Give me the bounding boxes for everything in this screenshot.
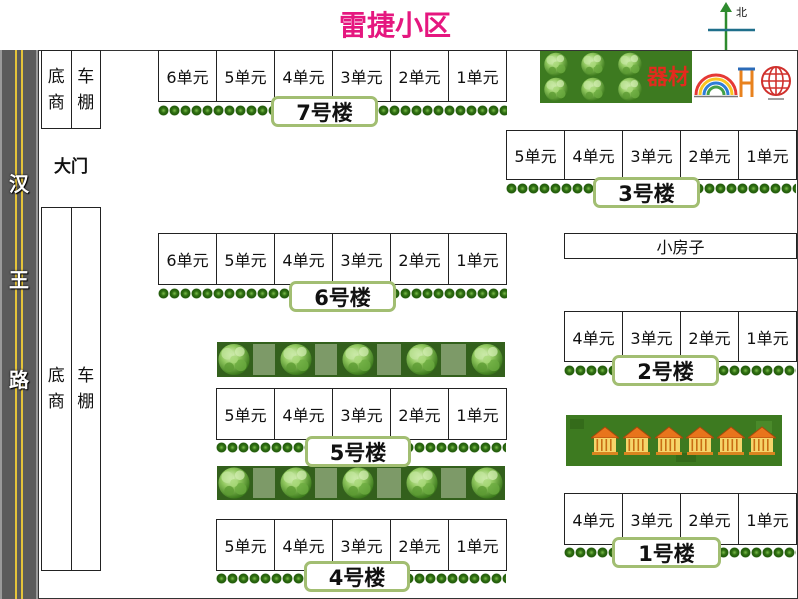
tree-icon xyxy=(544,52,568,77)
small-house-box: 小房子 xyxy=(564,233,797,259)
unit-cell: 2单元 xyxy=(391,50,449,102)
road: 汉 王 路 xyxy=(0,50,38,599)
unit-cell: 2单元 xyxy=(391,519,449,571)
tree-icon xyxy=(544,77,568,102)
bike-shed-label: 车棚 xyxy=(77,366,95,412)
building-3-label: 3号楼 xyxy=(593,177,700,208)
bike-shed-label: 车棚 xyxy=(77,66,95,113)
tree-icon xyxy=(218,467,250,499)
small-house-label: 小房子 xyxy=(656,238,705,257)
house-strip xyxy=(566,415,782,466)
slide-icon xyxy=(694,73,738,98)
tree-icon xyxy=(342,467,374,499)
building-1-units: 4单元 3单元 2单元 1单元 xyxy=(564,493,797,545)
building-6-label: 6号楼 xyxy=(289,281,396,312)
building-3-units: 5单元 4单元 3单元 2单元 1单元 xyxy=(506,130,797,180)
tree-strip xyxy=(217,466,505,500)
equipment-area xyxy=(540,51,791,103)
west-block-top: 底商 车棚 xyxy=(41,50,101,129)
unit-cell: 1单元 xyxy=(449,233,507,285)
unit-cell: 1单元 xyxy=(449,388,507,440)
building-4-units: 5单元 4单元 3单元 2单元 1单元 xyxy=(216,519,507,571)
building-7-units: 6单元 5单元 4单元 3单元 2单元 1单元 xyxy=(158,50,507,102)
unit-cell: 4单元 xyxy=(565,493,623,545)
unit-cell: 2单元 xyxy=(391,233,449,285)
unit-cell: 6单元 xyxy=(159,50,217,102)
tree-icon xyxy=(280,467,312,499)
building-2-label: 2号楼 xyxy=(612,355,719,386)
unit-cell: 4单元 xyxy=(275,50,333,102)
unit-cell: 4单元 xyxy=(565,130,623,180)
unit-cell: 5单元 xyxy=(217,233,275,285)
tree-icon xyxy=(471,343,503,376)
building-5-label: 5号楼 xyxy=(305,436,411,467)
unit-cell: 3单元 xyxy=(623,130,681,180)
unit-cell: 1单元 xyxy=(739,311,797,362)
tree-strip xyxy=(217,342,505,377)
tree-icon xyxy=(342,343,374,376)
unit-cell: 4单元 xyxy=(275,233,333,285)
unit-cell: 4单元 xyxy=(275,388,333,440)
unit-cell: 3单元 xyxy=(333,233,391,285)
bike-shed-cell: 车棚 xyxy=(70,208,101,570)
unit-cell: 5单元 xyxy=(217,519,275,571)
unit-cell: 5单元 xyxy=(217,388,275,440)
tree-icon xyxy=(581,77,605,102)
unit-cell: 3单元 xyxy=(333,50,391,102)
unit-cell: 5单元 xyxy=(507,130,565,180)
building-5-units: 5单元 4单元 3单元 2单元 1单元 xyxy=(216,388,507,440)
tree-icon xyxy=(618,77,642,102)
shops-cell: 底商 xyxy=(42,208,71,570)
tree-icon xyxy=(406,343,438,376)
road-name-char: 王 xyxy=(9,268,29,292)
gate-label: 大门 xyxy=(54,157,88,177)
shops-cell: 底商 xyxy=(42,51,71,128)
building-7-label: 7号楼 xyxy=(271,96,378,127)
page-title: 雷捷小区 xyxy=(338,9,451,42)
west-block-bottom: 底商 车棚 xyxy=(41,207,101,571)
north-arrow-icon xyxy=(708,2,755,50)
road-name-char: 汉 xyxy=(9,172,29,196)
tree-icon xyxy=(471,467,503,499)
unit-cell: 1单元 xyxy=(739,493,797,545)
unit-cell: 4单元 xyxy=(565,311,623,362)
equipment-label: 器材 xyxy=(647,65,689,89)
swing-icon xyxy=(738,67,755,97)
unit-cell: 3单元 xyxy=(333,388,391,440)
building-2-units: 4单元 3单元 2单元 1单元 xyxy=(564,311,797,362)
tree-icon xyxy=(618,52,642,77)
globe-climber-icon xyxy=(761,66,791,100)
tree-icon xyxy=(581,52,605,77)
unit-cell: 5单元 xyxy=(217,50,275,102)
bike-shed-cell: 车棚 xyxy=(70,51,101,128)
building-4-label: 4号楼 xyxy=(304,561,410,592)
shops-label: 底商 xyxy=(47,66,65,113)
north-label: 北 xyxy=(736,6,747,19)
unit-cell: 1单元 xyxy=(449,50,507,102)
tree-icon xyxy=(218,343,250,376)
building-6-units: 6单元 5单元 4单元 3单元 2单元 1单元 xyxy=(158,233,507,285)
building-1-label: 1号楼 xyxy=(612,537,721,568)
tree-icon xyxy=(406,467,438,499)
unit-cell: 2单元 xyxy=(681,130,739,180)
tree-icon xyxy=(280,343,312,376)
unit-cell: 2单元 xyxy=(391,388,449,440)
road-name-char: 路 xyxy=(9,368,29,392)
unit-cell: 1单元 xyxy=(739,130,797,180)
unit-cell: 6单元 xyxy=(159,233,217,285)
unit-cell: 1单元 xyxy=(449,519,507,571)
shops-label: 底商 xyxy=(47,366,65,412)
